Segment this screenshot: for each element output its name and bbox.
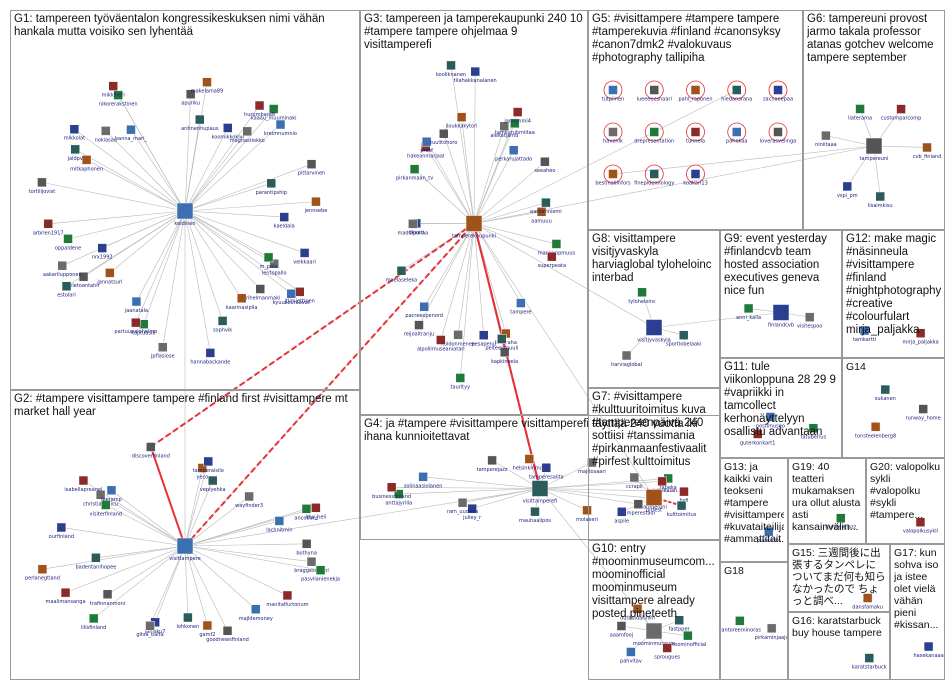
group-title-g19: G19: 40 teatteri mukamaksen ura ollut al… [792, 461, 862, 533]
group-title-g11: G11: tule viikonloppuna 28 29 9 #vapriik… [724, 361, 838, 439]
group-title-g9: G9: event yesterday #finlandcvb team hos… [724, 233, 838, 298]
group-title-g8: G8: visittampere visitjyvaskyla harviagl… [592, 233, 716, 285]
group-box-g2 [10, 390, 360, 680]
group-title-g13: G13: ja kaikki vain teokseni #tampere #v… [724, 461, 784, 545]
group-title-g1: G1: tampereen työväentalon kongressikesk… [14, 13, 356, 39]
group-title-g16: G16: karatstarbuck buy house tampere [792, 615, 886, 639]
group-title-g15: G15: 三週間後に出張するタンペレについてまだ何も知らなかったので ちょっと調… [792, 547, 886, 607]
group-title-g2: G2: #tampere visittampere tampere #finla… [14, 393, 356, 419]
group-title-g14: G14 [846, 361, 941, 373]
group-title-g5: G5: #visittampere #tampere tampere #tamp… [592, 13, 799, 65]
group-title-g18: G18 [724, 565, 784, 577]
group-title-g17: G17: kun sohva iso ja istee olet vielä v… [894, 547, 941, 631]
group-box-g14 [842, 358, 945, 458]
group-title-g20: G20: valopolku sykli #valopolku #sykli #… [870, 461, 941, 521]
group-title-g12: G12: make magic #näsinneula #visittamper… [846, 233, 941, 337]
group-title-g6: G6: tampereuni provost jarmo takala prof… [807, 13, 941, 65]
group-box-g1 [10, 10, 360, 390]
group-title-g10: G10: entry #moominmuseumcom... moominoff… [592, 543, 716, 621]
group-box-g18 [720, 562, 788, 680]
group-box-g3 [360, 10, 588, 415]
group-title-g3: G3: tampereen ja tamperekaupunki 240 10 … [364, 13, 584, 52]
group-title-g7: G7: #visittampere #kulttuuritoimitus kuv… [592, 391, 716, 469]
